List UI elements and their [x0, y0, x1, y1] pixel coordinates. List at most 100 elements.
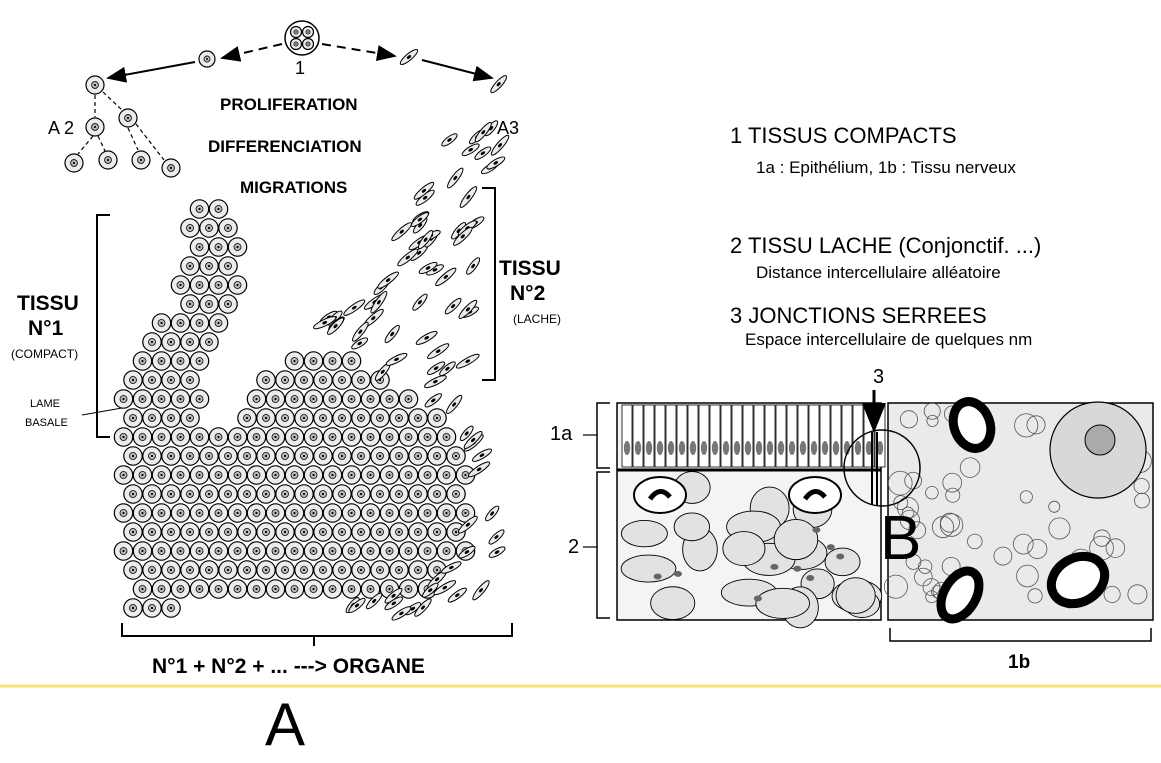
capillary [634, 477, 686, 513]
round-cell [171, 428, 189, 446]
round-cell [399, 428, 417, 446]
round-cell [276, 409, 294, 427]
tissu2-sub: (LACHE) [513, 312, 561, 326]
round-cell [257, 409, 275, 427]
round-cell [152, 466, 170, 484]
round-cell [228, 542, 246, 560]
a2-lineage [65, 76, 180, 177]
round-cell [409, 409, 427, 427]
round-cell [257, 561, 275, 579]
round-cell [143, 485, 161, 503]
round-cell [314, 447, 332, 465]
round-cell [238, 485, 256, 503]
round-cell [371, 409, 389, 427]
round-cell [124, 561, 142, 579]
bracket-tissu-2 [482, 188, 495, 380]
spindle-cell [458, 185, 479, 209]
epithelial-nucleus [833, 441, 839, 455]
round-cell [266, 504, 284, 522]
bracket-2 [597, 472, 610, 618]
round-cell [124, 485, 142, 503]
round-cell [399, 504, 417, 522]
round-cell [209, 238, 227, 256]
round-cell [333, 409, 351, 427]
epithelial-nucleus [657, 441, 663, 455]
spindle-cell [445, 166, 465, 189]
round-cell [323, 428, 341, 446]
round-cell [152, 428, 170, 446]
round-cell [390, 409, 408, 427]
label-1a: 1a [550, 423, 572, 446]
round-cell [304, 504, 322, 522]
round-cell [342, 352, 360, 370]
round-cell [323, 504, 341, 522]
round-cell [209, 428, 227, 446]
connective-cell [723, 532, 765, 566]
arrow-solid-right [422, 60, 492, 78]
round-cell [200, 295, 218, 313]
round-cell [219, 523, 237, 541]
connective-cell [825, 548, 860, 576]
round-cell [162, 159, 180, 177]
round-cell [447, 447, 465, 465]
round-cell [190, 352, 208, 370]
spindle-cell [411, 292, 429, 312]
round-cell [143, 599, 161, 617]
tissu2-line1: TISSU [499, 257, 561, 281]
round-cell [209, 580, 227, 598]
round-cell [171, 352, 189, 370]
arrow-dashed-left [222, 44, 282, 58]
round-cell [133, 428, 151, 446]
round-cell [152, 390, 170, 408]
epithelial-nucleus [811, 441, 817, 455]
neuron-nucleus [1085, 425, 1115, 455]
round-cell [114, 466, 132, 484]
round-cell [247, 542, 265, 560]
round-cell [247, 504, 265, 522]
stem-cell-cluster [285, 21, 319, 55]
round-cell [333, 561, 351, 579]
spindle-cell [415, 329, 439, 346]
bracket-tissu-1 [97, 215, 110, 437]
round-cell [247, 390, 265, 408]
round-cell [181, 485, 199, 503]
lame-basale-line2: BASALE [25, 417, 68, 429]
round-cell [304, 580, 322, 598]
round-cell [133, 580, 151, 598]
round-cell [257, 523, 275, 541]
epithelial-nucleus [789, 441, 795, 455]
epithelial-cell [622, 405, 632, 467]
proliferation-label: PROLIFERATION [220, 95, 358, 115]
big-letter-b: B [880, 503, 921, 574]
round-cell [114, 428, 132, 446]
round-cell [428, 409, 446, 427]
connective-cell [621, 555, 676, 582]
round-cell [181, 295, 199, 313]
round-cell [266, 542, 284, 560]
round-cell [361, 428, 379, 446]
spindle-cell [487, 528, 506, 546]
connective-cell [774, 519, 818, 559]
epithelial-cell [666, 405, 676, 467]
round-cell [352, 409, 370, 427]
round-cell [65, 154, 83, 172]
round-cell [285, 390, 303, 408]
round-cell [418, 466, 436, 484]
epithelial-cell [677, 405, 687, 467]
round-cell [143, 523, 161, 541]
round-cell [162, 523, 180, 541]
round-cell [200, 485, 218, 503]
epithelial-cell [732, 405, 742, 467]
connective-nucleus [806, 575, 814, 581]
round-cell [162, 447, 180, 465]
epithelial-nucleus [690, 441, 696, 455]
round-cell [361, 504, 379, 522]
round-cell [380, 390, 398, 408]
round-cell [390, 561, 408, 579]
round-cell [247, 580, 265, 598]
connective-nucleus [827, 544, 835, 550]
round-cell [228, 466, 246, 484]
round-cell [276, 447, 294, 465]
round-cell [390, 485, 408, 503]
